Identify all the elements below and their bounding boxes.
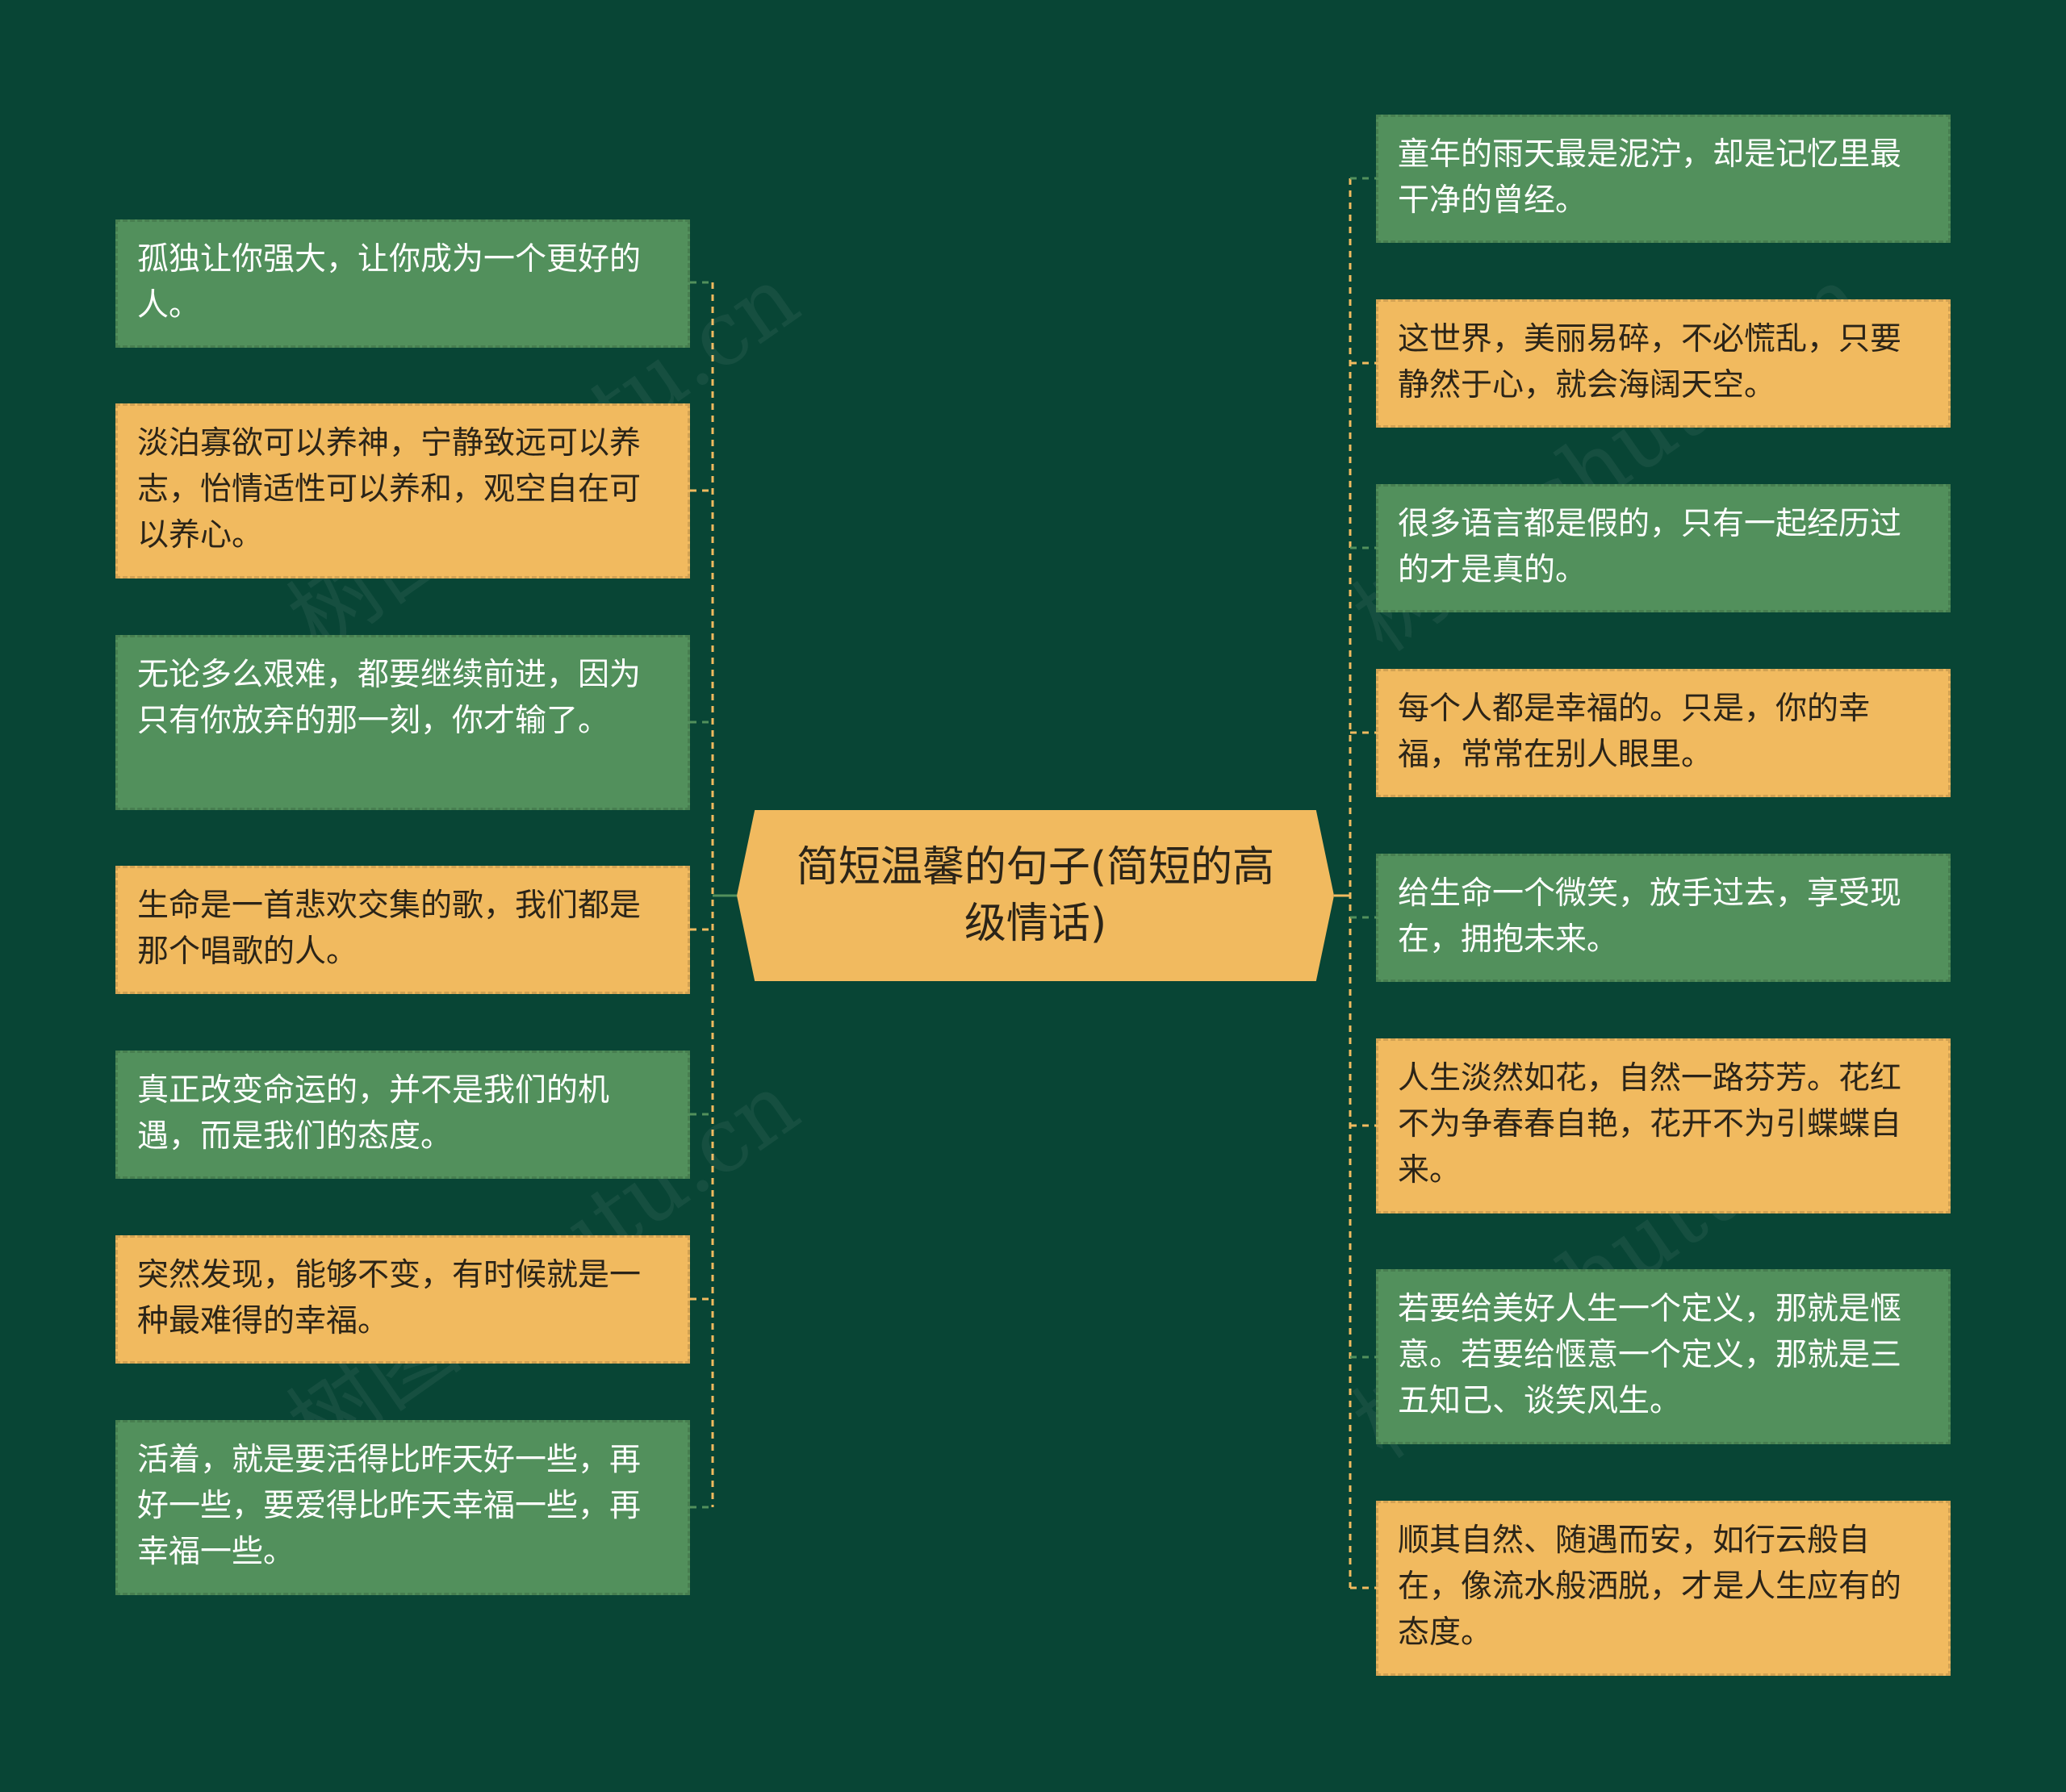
left-node-1[interactable]: 孤独让你强大，让你成为一个更好的人。 <box>115 219 690 348</box>
right-node-4[interactable]: 每个人都是幸福的。只是，你的幸福，常常在别人眼里。 <box>1376 669 1951 797</box>
right-node-8-text: 顺其自然、随遇而安，如行云般自在，像流水般洒脱，才是人生应有的态度。 <box>1398 1523 1902 1651</box>
central-topic-label: 简短温馨的句子(简短的高级情话) <box>796 843 1275 948</box>
right-node-4-text: 每个人都是幸福的。只是，你的幸福，常常在别人眼里。 <box>1398 691 1871 773</box>
right-node-6[interactable]: 人生淡然如花，自然一路芬芳。花红不为争春春自艳，花开不为引蝶蝶自来。 <box>1376 1038 1951 1213</box>
left-node-5-text: 真正改变命运的，并不是我们的机遇，而是我们的态度。 <box>137 1072 610 1155</box>
left-node-6-text: 突然发现，能够不变，有时候就是一种最难得的幸福。 <box>137 1257 642 1339</box>
left-node-3-text: 无论多么艰难，都要继续前进，因为只有你放弃的那一刻，你才输了。 <box>137 657 642 739</box>
right-node-2[interactable]: 这世界，美丽易碎，不必慌乱，只要静然于心，就会海阔天空。 <box>1376 299 1951 428</box>
right-node-5[interactable]: 给生命一个微笑，放手过去，享受现在，拥抱未来。 <box>1376 854 1951 982</box>
left-node-1-text: 孤独让你强大，让你成为一个更好的人。 <box>137 241 642 324</box>
right-node-1-text: 童年的雨天最是泥泞，却是记忆里最干净的曾经。 <box>1398 136 1902 219</box>
right-node-3-text: 很多语言都是假的，只有一起经历过的才是真的。 <box>1398 506 1902 588</box>
central-topic[interactable]: 简短温馨的句子(简短的高级情话) <box>737 810 1334 981</box>
right-node-6-text: 人生淡然如花，自然一路芬芳。花红不为争春春自艳，花开不为引蝶蝶自来。 <box>1398 1060 1902 1188</box>
right-node-5-text: 给生命一个微笑，放手过去，享受现在，拥抱未来。 <box>1398 875 1902 958</box>
right-node-7[interactable]: 若要给美好人生一个定义，那就是惬意。若要给惬意一个定义，那就是三五知己、谈笑风生… <box>1376 1269 1951 1444</box>
right-node-8[interactable]: 顺其自然、随遇而安，如行云般自在，像流水般洒脱，才是人生应有的态度。 <box>1376 1501 1951 1676</box>
right-node-7-text: 若要给美好人生一个定义，那就是惬意。若要给惬意一个定义，那就是三五知己、谈笑风生… <box>1398 1291 1902 1419</box>
right-node-3[interactable]: 很多语言都是假的，只有一起经历过的才是真的。 <box>1376 484 1951 612</box>
left-node-2-text: 淡泊寡欲可以养神，宁静致远可以养志，怡情适性可以养和，观空自在可以养心。 <box>137 425 642 553</box>
right-node-2-text: 这世界，美丽易碎，不必慌乱，只要静然于心，就会海阔天空。 <box>1398 321 1902 403</box>
left-node-2[interactable]: 淡泊寡欲可以养神，宁静致远可以养志，怡情适性可以养和，观空自在可以养心。 <box>115 403 690 579</box>
left-node-4-text: 生命是一首悲欢交集的歌，我们都是那个唱歌的人。 <box>137 888 642 970</box>
left-node-6[interactable]: 突然发现，能够不变，有时候就是一种最难得的幸福。 <box>115 1235 690 1364</box>
left-node-3[interactable]: 无论多么艰难，都要继续前进，因为只有你放弃的那一刻，你才输了。 <box>115 635 690 810</box>
left-node-7-text: 活着，就是要活得比昨天好一些，再好一些，要爱得比昨天幸福一些，再幸福一些。 <box>137 1442 642 1570</box>
left-node-5[interactable]: 真正改变命运的，并不是我们的机遇，而是我们的态度。 <box>115 1051 690 1179</box>
left-node-7[interactable]: 活着，就是要活得比昨天好一些，再好一些，要爱得比昨天幸福一些，再幸福一些。 <box>115 1420 690 1595</box>
right-node-1[interactable]: 童年的雨天最是泥泞，却是记忆里最干净的曾经。 <box>1376 115 1951 243</box>
left-node-4[interactable]: 生命是一首悲欢交集的歌，我们都是那个唱歌的人。 <box>115 866 690 994</box>
